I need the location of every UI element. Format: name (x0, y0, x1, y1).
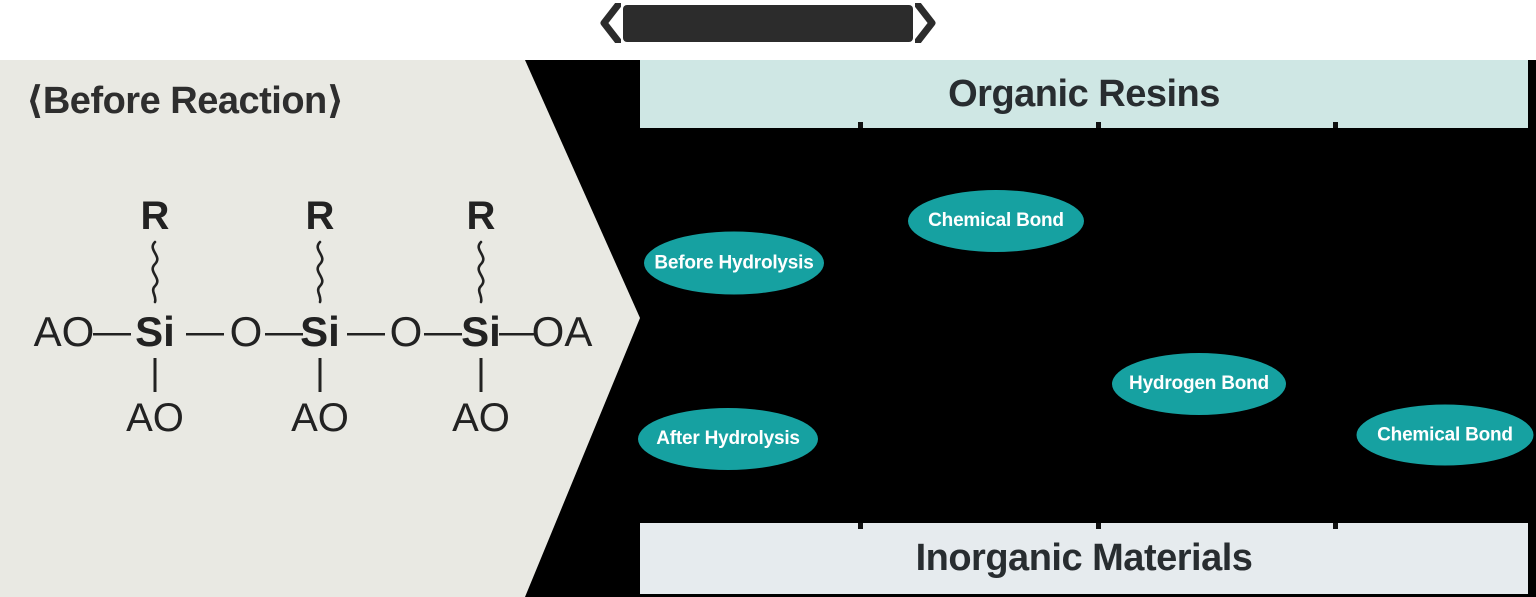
squiggly-bond-icon (477, 240, 485, 304)
bond-dash: — (424, 311, 462, 353)
bond-anchor-tick (1333, 122, 1338, 128)
bubble-after-hydrolysis: After Hydrolysis (638, 408, 818, 470)
ao-group-label: AO (291, 396, 349, 440)
bubble-chemical-bond-right: Chemical Bond (1356, 404, 1534, 466)
bubble-hydrogen-bond: Hydrogen Bond (1112, 353, 1286, 415)
organic-resins-label: Organic Resins (948, 72, 1220, 115)
atom-label-o: O (229, 308, 263, 355)
atom-label-o: O (389, 308, 423, 355)
inorganic-materials-band: Inorganic Materials (640, 523, 1528, 594)
atom-label-si: Si (461, 308, 501, 355)
squiggly-bond-icon (151, 240, 159, 304)
inorganic-materials-label: Inorganic Materials (915, 537, 1253, 579)
reaction-banner (599, 3, 937, 43)
angle-bracket-left-icon (600, 3, 621, 43)
r-group-label: R (140, 194, 170, 238)
before-reaction-title: ⟨Before Reaction⟩ (26, 80, 344, 122)
bubble-before-hydrolysis: Before Hydrolysis (644, 231, 824, 295)
bond-anchor-tick (1096, 523, 1101, 529)
bond-anchor-tick (858, 523, 863, 529)
ao-group-label: AO (126, 396, 184, 440)
atom-label-si: Si (300, 308, 340, 355)
bond-dash: — (186, 311, 224, 353)
bond-dash: — (499, 311, 537, 353)
atom-label-ao: AO (33, 308, 95, 355)
bond-dash: — (347, 311, 385, 353)
bond-anchor-tick (1096, 122, 1101, 128)
bond-dash: — (265, 311, 303, 353)
angle-bracket-right-icon (915, 3, 936, 43)
atom-label-si: Si (135, 308, 175, 355)
bond-anchor-tick (1333, 523, 1338, 529)
single-bond-line (318, 358, 322, 392)
r-group-label: R (466, 194, 496, 238)
organic-resins-band: Organic Resins (640, 60, 1528, 128)
squiggly-bond-icon (316, 240, 324, 304)
bond-anchor-tick (858, 122, 863, 128)
single-bond-line (479, 358, 483, 392)
ao-group-label: AO (452, 396, 510, 440)
atom-label-oa: OA (531, 308, 593, 355)
r-group-label: R (305, 194, 335, 238)
bond-dash: — (93, 311, 131, 353)
bubble-chemical-bond-top: Chemical Bond (908, 190, 1084, 252)
banner-box (623, 4, 913, 42)
single-bond-line (153, 358, 157, 392)
